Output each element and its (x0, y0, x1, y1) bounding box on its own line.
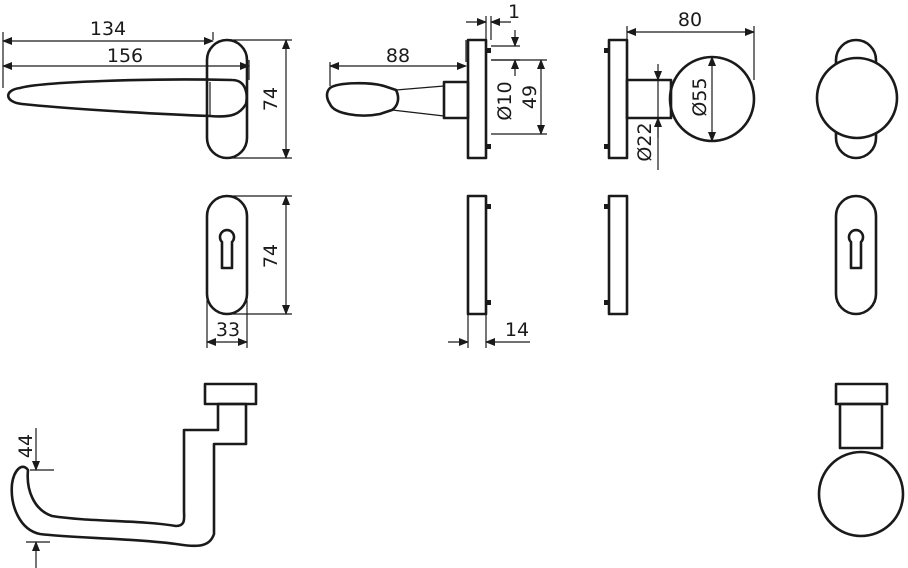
knob-side-neck (625, 78, 673, 120)
lever-arm (6, 78, 248, 118)
dim-label-80: 80 (678, 9, 702, 31)
dim-length-134: 134 (2, 18, 214, 88)
dim-label-22: Ø22 (634, 122, 656, 161)
keyhole-cylinder-knob (847, 228, 865, 270)
lever-top-rose (203, 382, 258, 406)
dim-drop-44: 44 (15, 428, 54, 568)
dim-knob-80: 80 (626, 9, 755, 80)
dim-length-156: 156 (2, 45, 250, 80)
dim-escutcheon-74: 74 (227, 195, 292, 315)
escutcheon-front-view-knob (834, 194, 878, 316)
dim-projection-88: 88 (329, 40, 467, 86)
dim-spindle-10: Ø10 (491, 30, 520, 121)
dim-neck-22: Ø22 (634, 64, 664, 170)
keyhole-cylinder (218, 228, 236, 270)
dim-label-88: 88 (386, 45, 410, 67)
dim-label-44: 44 (15, 434, 37, 458)
escutcheon-side-view-knob (604, 194, 629, 316)
dim-knob-55: Ø55 (689, 56, 716, 142)
escutcheon-plate-knob (834, 194, 878, 316)
dim-label-55: Ø55 (689, 77, 711, 116)
dim-label-1: 1 (508, 1, 520, 23)
dim-step-1: 1 (466, 1, 520, 40)
lever-handle-side-view (325, 38, 491, 160)
side-rose-plate (466, 38, 488, 160)
escutcheon-front-view (205, 194, 249, 316)
knob-top-view (817, 382, 905, 538)
dim-label-10: Ø10 (494, 81, 516, 120)
knob-top-neck (838, 402, 884, 450)
dim-label-134: 134 (90, 18, 126, 40)
knob-top-rose (834, 382, 889, 406)
dim-rose-height-74: 74 (227, 39, 292, 159)
dim-label-33: 33 (216, 319, 240, 341)
knob-front-ball (815, 56, 899, 140)
knob-side-plate (607, 38, 629, 160)
escutcheon-side-plate (466, 194, 488, 316)
dim-offset-49: 49 (491, 59, 547, 135)
escutcheon-plate (205, 194, 249, 316)
dim-label-escutcheon-74: 74 (260, 244, 282, 268)
escutcheon-side-plate-knob (607, 194, 629, 316)
knob-front-view (815, 38, 899, 160)
dim-label-49: 49 (519, 85, 541, 109)
escutcheon-side-view (466, 194, 491, 316)
lever-handle-top-view (10, 382, 258, 548)
handle-rose (205, 38, 249, 160)
lever-top-arm (10, 402, 248, 548)
dim-label-14: 14 (505, 319, 529, 341)
knob-side-view (604, 38, 756, 160)
dim-label-156: 156 (107, 45, 143, 67)
lever-side-neck (442, 80, 470, 120)
dim-thickness-14: 14 (448, 314, 530, 348)
dim-escutcheon-33: 33 (206, 300, 248, 348)
lever-side-arm (325, 81, 400, 117)
dim-label-rose-74: 74 (260, 87, 282, 111)
knob-top-ball (817, 450, 905, 538)
